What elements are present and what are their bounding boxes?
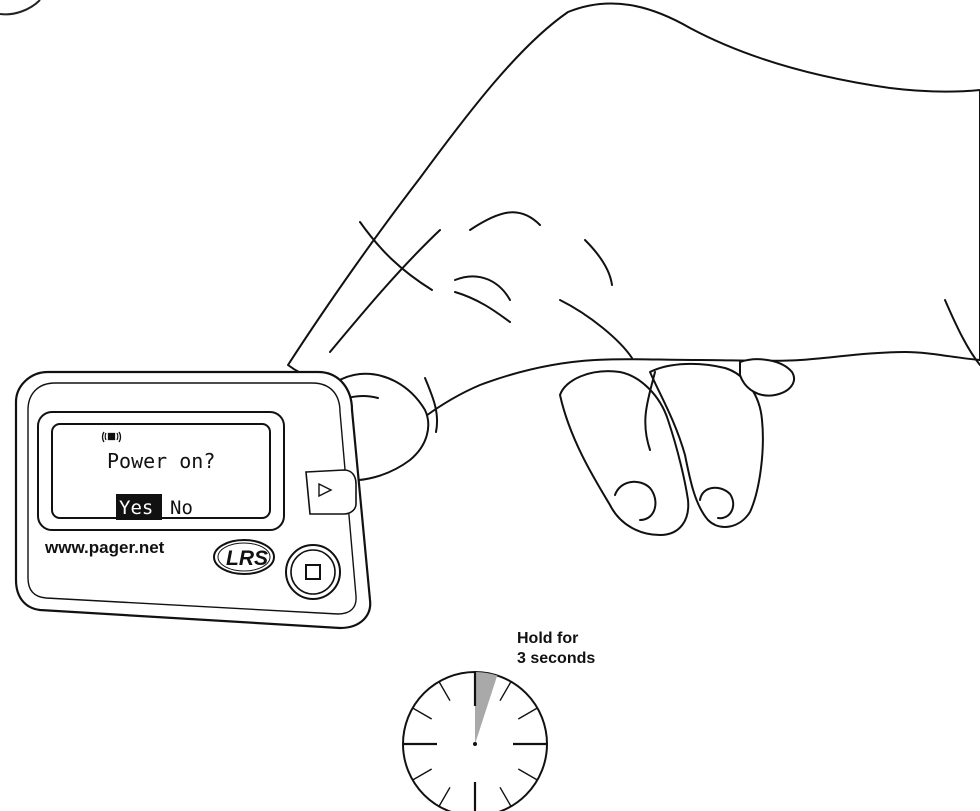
- lrs-logo: LRS: [214, 540, 274, 574]
- yes-option[interactable]: Yes: [119, 497, 153, 519]
- no-option[interactable]: No: [170, 497, 193, 519]
- screen-prompt: Power on?: [107, 449, 215, 473]
- lrs-logo-text: LRS: [226, 547, 268, 570]
- website-label: www.pager.net: [44, 538, 165, 557]
- corner-circle-fragment: [0, 0, 40, 14]
- front-button[interactable]: [291, 550, 335, 594]
- timer-center: [473, 742, 477, 746]
- hold-instruction-line1: Hold for: [517, 630, 578, 647]
- pager-device: Power on? Yes No www.pager.net LRS: [16, 372, 370, 628]
- hold-timer-clock: [403, 672, 547, 811]
- side-button[interactable]: [306, 470, 356, 514]
- hold-instruction-line2: 3 seconds: [517, 650, 595, 667]
- hand: [288, 3, 980, 535]
